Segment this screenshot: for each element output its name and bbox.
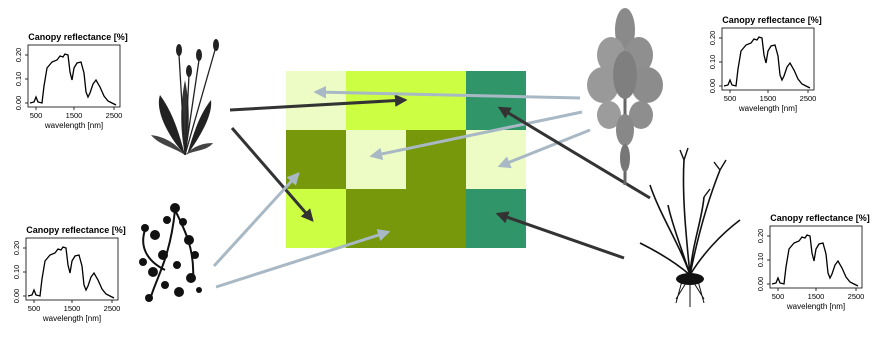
grid-cell-r2-c3 xyxy=(466,189,526,248)
x-tick-label: 2500 xyxy=(104,304,121,313)
y-tick-label: 0.00 xyxy=(756,277,765,292)
grid-cell-r0-c3 xyxy=(466,71,526,130)
chart-title: Canopy reflectance [%] xyxy=(28,32,128,42)
y-tick-label: 0.00 xyxy=(708,79,717,94)
grid-cell-r2-c1 xyxy=(346,189,406,248)
arrow-shrub-to-middle-cell xyxy=(369,110,583,161)
reflectance-grid xyxy=(286,71,526,248)
arrow-clover-to-left-cell xyxy=(212,172,300,268)
y-tick-label: 0.10 xyxy=(708,55,717,70)
arrow-plantain-to-bottom-cell xyxy=(230,127,314,222)
chart-title: Canopy reflectance [%] xyxy=(770,213,870,223)
y-tick-label: 0.10 xyxy=(14,72,23,87)
x-tick-label: 500 xyxy=(28,304,41,313)
arrow-shrub-to-top-left-cell xyxy=(313,85,581,100)
grid-cell-r1-c0 xyxy=(286,130,346,189)
plot-frame xyxy=(769,225,863,289)
x-axis-label: wavelength [nm] xyxy=(738,104,797,113)
arrow-plantain-to-top-cell xyxy=(229,94,408,112)
y-tick-label: 0.10 xyxy=(12,265,21,280)
reflectance-curve xyxy=(27,246,115,299)
x-axis-label: wavelength [nm] xyxy=(44,121,103,130)
plot-frame xyxy=(721,27,815,91)
x-axis-label: wavelength [nm] xyxy=(42,314,101,323)
arrow-grass-to-bottom-right-cell xyxy=(495,211,625,260)
spectrum-chart-bottom-right: Canopy reflectance [%] 500 1500 2500wavelen… xyxy=(756,213,870,311)
plantain-rosette-icon xyxy=(151,39,219,156)
y-tick-label: 0.00 xyxy=(12,289,21,304)
arrow-clover-to-bottom-cell xyxy=(215,229,391,289)
x-tick-label: 2500 xyxy=(800,94,817,103)
chart-title: Canopy reflectance [%] xyxy=(722,15,822,25)
y-tick-label: 0.20 xyxy=(756,229,765,244)
spectrum-chart-top-right: Canopy reflectance [%] 500 1500 2500wavelen… xyxy=(708,15,822,113)
x-tick-label: 1500 xyxy=(808,292,825,301)
x-tick-label: 1500 xyxy=(760,94,777,103)
feathery-shrub-icon xyxy=(587,8,663,185)
x-tick-label: 500 xyxy=(30,111,43,120)
reflectance-curve xyxy=(723,36,811,89)
x-tick-label: 500 xyxy=(772,292,785,301)
spectrum-chart-top-left: Canopy reflectance [%] 500 1500 2500wavelen… xyxy=(14,32,128,130)
chart-title: Canopy reflectance [%] xyxy=(26,225,126,235)
x-tick-label: 2500 xyxy=(848,292,865,301)
arrows xyxy=(212,85,651,289)
spectrum-chart-bottom-left: Canopy reflectance [%] 500 1500 2500wavelen… xyxy=(12,225,126,323)
reflectance-curve xyxy=(29,53,117,106)
y-tick-label: 0.00 xyxy=(14,96,23,111)
plot-frame xyxy=(27,44,121,108)
reflectance-curve xyxy=(771,234,859,287)
y-tick-label: 0.20 xyxy=(14,48,23,63)
grid-cell-r2-c0 xyxy=(286,189,346,248)
plot-frame xyxy=(25,237,119,301)
y-tick-label: 0.10 xyxy=(756,253,765,268)
y-tick-label: 0.20 xyxy=(708,31,717,46)
x-tick-label: 1500 xyxy=(66,111,83,120)
grid-cell-r1-c1 xyxy=(346,130,406,189)
grid-cell-r2-c2 xyxy=(406,189,466,248)
x-axis-label: wavelength [nm] xyxy=(786,302,845,311)
y-tick-label: 0.20 xyxy=(12,241,21,256)
grid-cell-r0-c2 xyxy=(406,71,466,130)
arrow-shrub-to-right-cell xyxy=(497,128,591,169)
x-tick-label: 2500 xyxy=(106,111,123,120)
grass-tussock-icon xyxy=(639,147,741,307)
x-tick-label: 1500 xyxy=(64,304,81,313)
x-tick-label: 500 xyxy=(724,94,737,103)
grid-cell-r0-c0 xyxy=(286,71,346,130)
creeping-clover-icon xyxy=(139,203,202,302)
